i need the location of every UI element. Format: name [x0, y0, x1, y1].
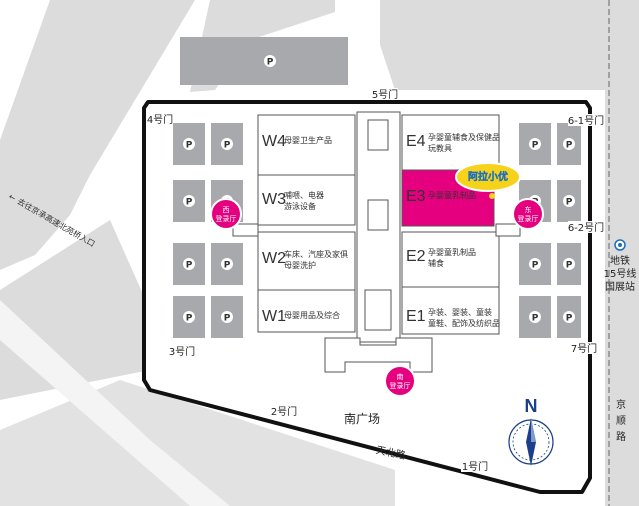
registration-south[interactable]: 南 登录厅 [384, 365, 416, 397]
svg-text:西: 西 [223, 206, 230, 214]
parking-icon [563, 195, 575, 207]
svg-text:P: P [267, 58, 274, 68]
hall-code: E1 [406, 308, 426, 325]
parking-icon [221, 311, 233, 323]
parking-symbol: P [186, 314, 193, 324]
hall-description: 母婴卫生产品 [284, 135, 332, 145]
parking-icon [563, 258, 575, 270]
parking-icon [529, 311, 541, 323]
parking-symbol: P [566, 198, 573, 208]
halls-east [401, 114, 500, 335]
hall-description: 母婴用品及综合 [284, 310, 340, 320]
hall-code: W2 [262, 250, 286, 267]
parking-symbol: P [532, 261, 539, 271]
hall-description: 孕婴童乳制品 [428, 190, 476, 200]
parking-symbol: P [224, 314, 231, 324]
svg-text:京: 京 [616, 398, 626, 411]
hall-description: 辅食 [428, 258, 444, 268]
brand-logo: 阿拉小优 [455, 162, 521, 199]
hall-code: E3 [406, 188, 426, 205]
parking-symbol: P [224, 261, 231, 271]
gate-2-label: 2号门 [271, 405, 297, 418]
gate-labels: 5号门 4号门 6-1号门 6-2号门 3号门 7号门 2号门 1号门 [147, 88, 604, 473]
parking-symbol: P [186, 198, 193, 208]
svg-text:阿拉小优: 阿拉小优 [468, 170, 508, 183]
south-plaza-label: 南广场 [344, 411, 380, 426]
parking-icon [563, 311, 575, 323]
gate-4-label: 4号门 [147, 113, 173, 126]
parking-icon [563, 138, 575, 150]
gate-1-label: 1号门 [462, 460, 488, 473]
parking-symbol: P [224, 141, 231, 151]
compass-icon: N [508, 396, 554, 466]
svg-text:15号线: 15号线 [604, 267, 637, 280]
parking-icon [183, 195, 195, 207]
gate-6-1-label: 6-1号门 [568, 114, 604, 127]
hall-code: W4 [262, 133, 286, 150]
gate-5-label: 5号门 [372, 88, 398, 101]
svg-text:登录厅: 登录厅 [216, 214, 237, 223]
svg-text:东: 东 [525, 205, 532, 214]
svg-text:登录厅: 登录厅 [518, 214, 539, 223]
gate-3-label: 3号门 [169, 345, 195, 358]
hall-connectors [232, 223, 521, 237]
parking-icon [183, 258, 195, 270]
gate-7-label: 7号门 [571, 342, 597, 355]
registration-west[interactable]: 西 登录厅 [210, 198, 242, 230]
parking-symbol: P [186, 141, 193, 151]
parking-icon [264, 55, 276, 67]
parking-symbol: P [566, 261, 573, 271]
registration-east[interactable]: 东 登录厅 [512, 198, 544, 230]
parking-symbol: P [532, 314, 539, 324]
parking-icon [183, 311, 195, 323]
hall-description: 母婴洗护 [284, 260, 316, 270]
hall-description: 童鞋、配饰及纺织品 [428, 318, 500, 328]
parking-icon [221, 258, 233, 270]
gate-6-2-label: 6-2号门 [568, 221, 604, 234]
hall-description: 孕装、婴装、童装 [428, 307, 492, 317]
svg-text:地铁: 地铁 [610, 254, 630, 267]
svg-text:国展站: 国展站 [605, 280, 635, 293]
parking-icons: PPPPPPPPPPPPPPPP [183, 138, 575, 324]
parking-icon [221, 138, 233, 150]
parking-symbol: P [566, 141, 573, 151]
hall-description: 孕婴童乳制品 [428, 247, 476, 257]
road-jingshun-label: 京 顺 路 [616, 398, 626, 443]
hall-description: 玩教具 [428, 143, 452, 153]
hall-code: W1 [262, 308, 286, 325]
central-corridor [324, 111, 433, 373]
hall-description: 孕婴童辅食及保健品 [428, 132, 500, 142]
hall-description: 车床、汽座及家俱 [284, 249, 348, 259]
svg-text:←: ← [7, 192, 18, 203]
metro-station: 地铁 15号线 国展站 [604, 239, 637, 293]
hall-description: 哺喂、电器 [284, 190, 324, 200]
parking-icon [183, 138, 195, 150]
halls-west [257, 114, 356, 333]
hall-code: W3 [262, 191, 286, 208]
hall-description: 游泳设备 [284, 201, 316, 211]
svg-text:顺: 顺 [616, 415, 626, 427]
parking-icon [529, 258, 541, 270]
parking-symbol: P [532, 141, 539, 151]
svg-text:南: 南 [397, 372, 404, 381]
hall-code: E4 [406, 133, 426, 150]
parking-symbol: P [566, 314, 573, 324]
hall-code: E2 [406, 248, 426, 265]
svg-text:登录厅: 登录厅 [390, 381, 411, 390]
svg-text:N: N [525, 396, 538, 416]
parking-icon [529, 138, 541, 150]
svg-text:路: 路 [616, 430, 626, 443]
parking-symbol: P [186, 261, 193, 271]
